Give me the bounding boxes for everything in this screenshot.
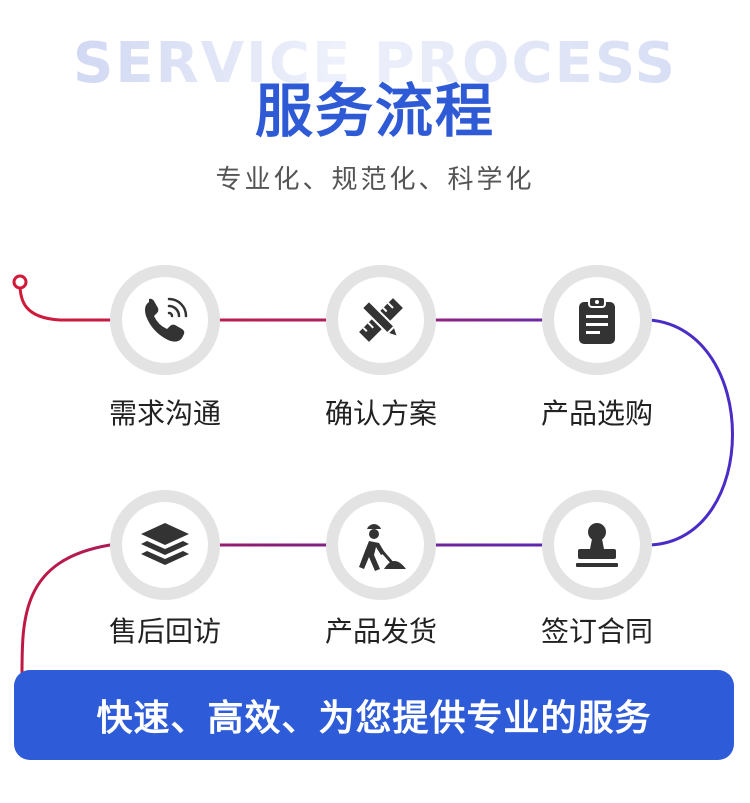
slogan-banner: 快速、高效、为您提供专业的服务 [14,670,734,760]
step-label-requirements: 需求沟通 [108,397,221,430]
step-label-purchase: 产品选购 [540,397,653,430]
stamp-icon [576,523,618,567]
clipboard-icon [579,296,615,344]
pencil-ruler-icon [359,298,403,342]
step-circle-followup [110,490,220,600]
background-title: SERVICE PROCESS [0,34,750,94]
phone-icon [145,297,188,342]
step-label-followup: 售后回访 [108,615,221,648]
page-title: 服务流程 [254,77,495,145]
step-circle-contract [542,490,652,600]
step-label-contract: 签订合同 [540,615,653,648]
worker-icon [359,524,406,571]
page-subtitle: 专业化、规范化、科学化 [215,165,535,195]
step-circle-requirements [110,265,220,375]
step-circle-purchase [542,265,652,375]
layers-icon [141,523,189,565]
step-circle-delivery [326,490,436,600]
step-circle-plan [326,265,436,375]
step-label-plan: 确认方案 [324,397,437,430]
step-label-delivery: 产品发货 [324,615,437,648]
connector-start-dot [12,274,28,290]
